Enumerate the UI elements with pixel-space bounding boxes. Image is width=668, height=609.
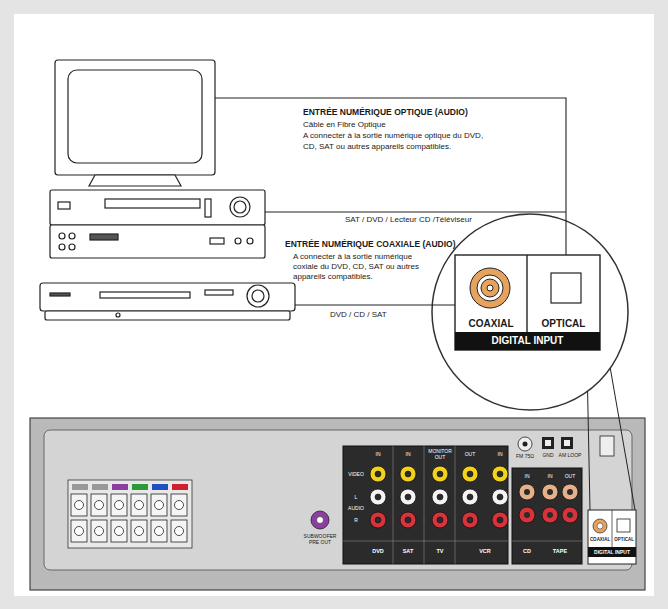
note-text: Câble en Fibre Optique — [303, 120, 503, 131]
tv-set — [55, 60, 215, 186]
note-heading: ENTRÉE NUMÉRIQUE OPTIQUE (AUDIO) — [303, 107, 503, 118]
panel-label: AM LOOP — [557, 452, 583, 458]
panel-label: OUT — [460, 451, 480, 457]
zoom-leader-line — [588, 391, 590, 510]
panel-label: CD — [517, 548, 537, 555]
wire-label: SAT / DVD / Lecteur CD /Téléviseur — [345, 215, 545, 225]
panel-label: SUBWOOFER PRE OUT — [301, 533, 339, 545]
panel-label: DIGITAL INPUT — [455, 332, 600, 350]
panel-label: IN — [540, 473, 560, 479]
panel-label: AUDIO — [345, 505, 367, 511]
panel-label: DVD — [366, 548, 390, 555]
panel-label: R — [345, 517, 367, 523]
panel-label: VIDEO — [345, 471, 367, 477]
note-text: A connecter à la sortie numérique optiqu… — [303, 131, 493, 152]
panel-label: COAXIAL — [456, 318, 526, 330]
panel-label: IN — [398, 451, 418, 457]
page-ground — [14, 14, 654, 596]
panel-label: OUT — [561, 473, 579, 479]
panel-label: SAT — [396, 548, 420, 555]
receiver-panel: VIDEOLAUDIORININMONITOR OUTOUTINDVDSATTV… — [30, 418, 645, 590]
panel-label: GND — [540, 452, 556, 458]
panel-label: COAXIAL — [588, 537, 612, 543]
digital-input-block: COAXIALOPTICAL DIGITAL INPUT — [588, 510, 636, 564]
note-text: A connecter à la sortie numérique coxial… — [293, 252, 427, 282]
panel-label: IN — [490, 451, 510, 457]
panel-label: OPTICAL — [612, 537, 636, 543]
panel-label: MONITOR OUT — [428, 448, 452, 460]
vcr-sat-unit — [50, 190, 265, 258]
digital-input-enlarged — [455, 255, 600, 350]
panel-label: TAPE — [545, 548, 575, 555]
note-heading: ENTRÉE NUMÉRIQUE COAXIALE (AUDIO) — [285, 239, 465, 250]
panel-label: L — [345, 494, 367, 500]
wire-label: DVD / CD / SAT — [330, 310, 430, 320]
zoom-leader-line — [610, 368, 635, 510]
panel-label: IN — [517, 473, 537, 479]
zoom-digital-input: COAXIALOPTICAL DIGITAL INPUT — [432, 214, 628, 410]
panel-label: IN — [368, 451, 388, 457]
panel-label: VCR — [470, 548, 500, 555]
dvd-player — [40, 283, 295, 320]
panel-label: DIGITAL INPUT — [588, 548, 636, 556]
zoom-circle — [432, 214, 628, 410]
panel-label: FM 75Ω — [511, 453, 539, 459]
panel-label: OPTICAL — [529, 318, 599, 330]
panel-label: TV — [428, 548, 452, 555]
receiver-rear-panel — [30, 418, 645, 590]
